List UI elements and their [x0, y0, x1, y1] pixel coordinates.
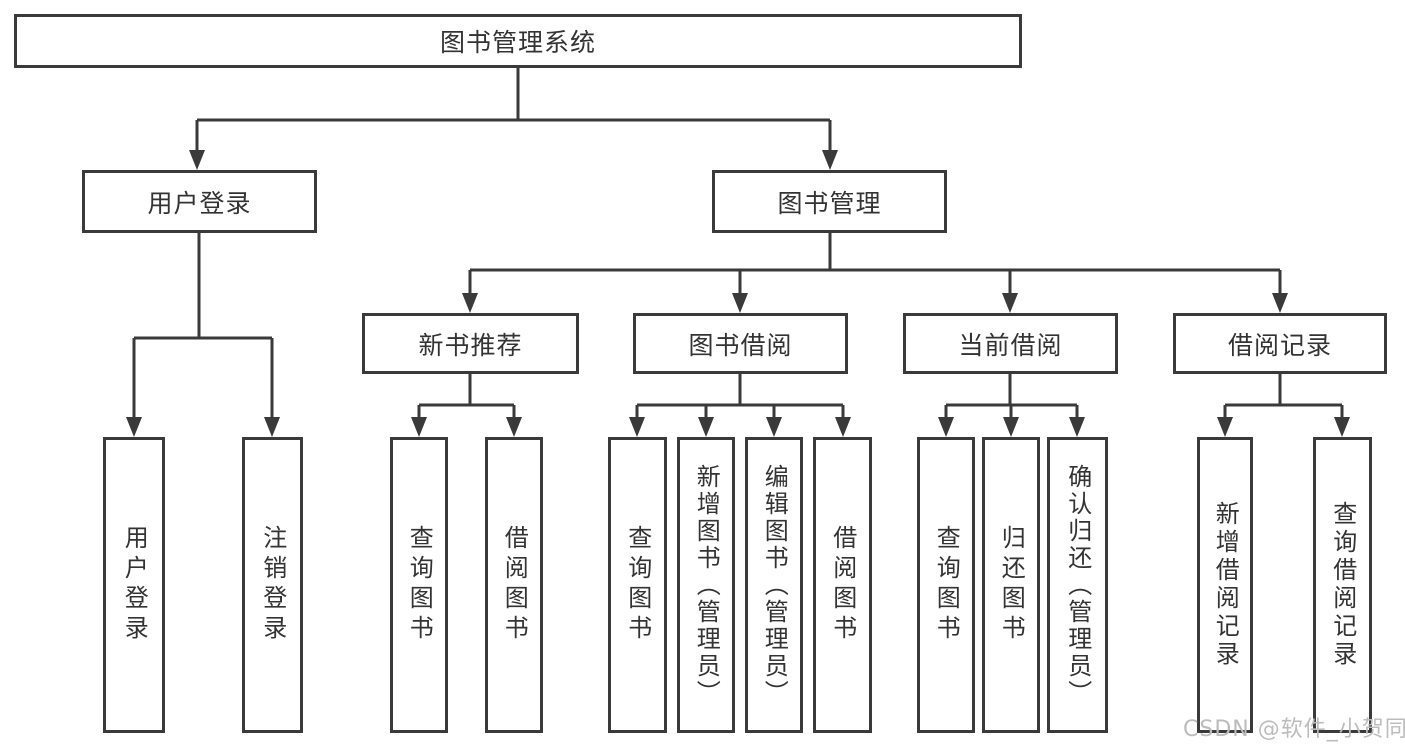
leaf-current-query-book: 查询图书: [917, 437, 975, 733]
leaf-borrow-query-book: 查询图书: [608, 437, 667, 733]
node-library-management-system: 图书管理系统: [14, 14, 1022, 68]
leaf-borrow-edit-book-admin: 编辑图书（管理员）: [745, 437, 803, 733]
node-borrow-records: 借阅记录: [1173, 313, 1387, 374]
csdn-watermark: CSDN @软件_小贺同学: [1183, 717, 1405, 742]
leaf-user-login: 用户登录: [103, 437, 165, 733]
leaf-logout: 注销登录: [242, 437, 303, 733]
node-book-management: 图书管理: [712, 170, 947, 233]
leaf-record-query-borrow-record: 查询借阅记录: [1313, 437, 1372, 733]
leaf-current-return-book: 归还图书: [982, 437, 1040, 733]
leaf-recommend-borrow-book: 借阅图书: [485, 437, 543, 733]
leaf-borrow-borrow-book: 借阅图书: [813, 437, 872, 733]
leaf-record-add-borrow-record: 新增借阅记录: [1197, 437, 1253, 733]
node-new-book-recommend: 新书推荐: [362, 313, 579, 374]
node-user-login: 用户登录: [82, 170, 317, 233]
leaf-borrow-add-book-admin: 新增图书（管理员）: [677, 437, 735, 733]
node-book-borrow: 图书借阅: [633, 313, 848, 374]
leaf-current-confirm-return-admin: 确认归还（管理员）: [1047, 437, 1108, 733]
node-current-borrow: 当前借阅: [903, 313, 1118, 374]
leaf-recommend-query-book: 查询图书: [390, 437, 448, 733]
